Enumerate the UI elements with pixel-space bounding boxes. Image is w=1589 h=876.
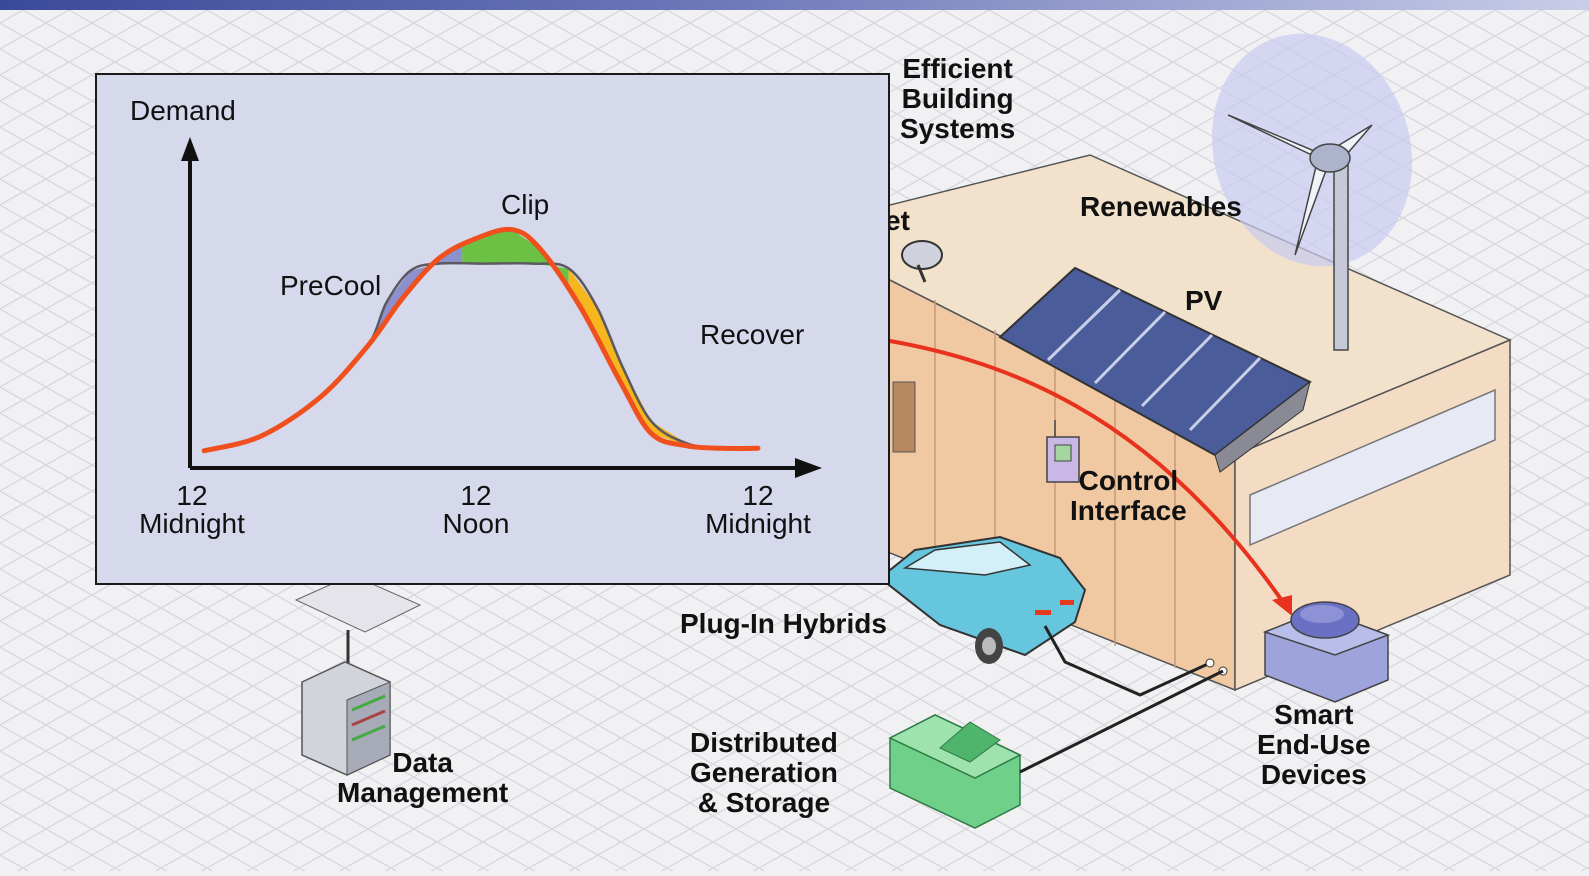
demand-chart xyxy=(181,137,822,478)
server-icon xyxy=(294,574,422,776)
generator-cable xyxy=(1019,669,1224,774)
building-window xyxy=(1249,388,1496,547)
x-tick-hour: 12 xyxy=(176,480,208,511)
x-tick-name: Noon xyxy=(442,508,510,539)
y-axis-arrowhead xyxy=(181,137,199,161)
distributed-generation-label: Distributed Generation & Storage xyxy=(690,727,838,818)
x-axis-arrowhead xyxy=(795,458,822,478)
region-precool xyxy=(367,245,463,347)
signal-arrow xyxy=(871,336,1287,607)
x-tick-hour: 12 xyxy=(460,480,492,511)
car-charging-cable xyxy=(1043,625,1211,697)
x-tick-hour: 12 xyxy=(742,480,774,511)
pv-label: PV xyxy=(1185,285,1223,316)
region-clip xyxy=(462,230,569,291)
smart-devices-label: Smart End-Use Devices xyxy=(1257,699,1371,790)
y-axis-label: Demand xyxy=(130,95,236,126)
renewables-label: Renewables xyxy=(1080,191,1242,222)
data-management-label: Data Management xyxy=(337,747,509,808)
car-icon xyxy=(878,535,1087,664)
label-recover: Recover xyxy=(700,319,805,350)
x-tick-name: Midnight xyxy=(139,508,245,539)
title-bar-strip xyxy=(0,0,1589,10)
x-tick-name: Midnight xyxy=(705,508,811,539)
thermostat-icon xyxy=(1046,420,1080,483)
wall-panel xyxy=(892,381,916,453)
control-interface-label: Control Interface xyxy=(1070,465,1187,526)
generator-icon xyxy=(888,714,1022,829)
label-precool: PreCool xyxy=(280,270,382,301)
plug-in-hybrids-label: Plug-In Hybrids xyxy=(680,608,887,639)
baseline-demand-line xyxy=(201,226,761,454)
efficient-building-label: Efficient Building Systems xyxy=(900,53,1016,144)
label-clip: Clip xyxy=(501,189,550,220)
signal-arrowhead xyxy=(1272,595,1292,616)
satellite-dish-icon xyxy=(901,240,943,283)
smart-device-icon xyxy=(1262,601,1391,703)
wind-turbine-icon xyxy=(1211,33,1413,351)
solar-panel-icon xyxy=(998,266,1312,473)
region-recover xyxy=(568,268,699,447)
